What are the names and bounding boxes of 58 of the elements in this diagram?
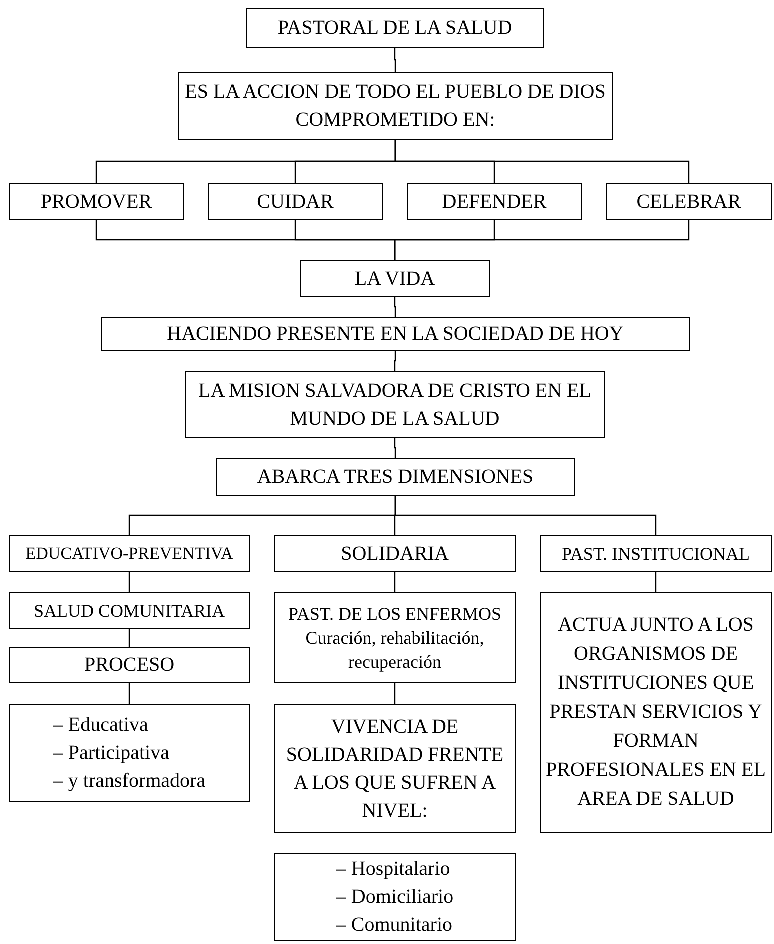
connector-line xyxy=(128,683,130,704)
text-box xyxy=(274,535,516,572)
list-item: – Domiciliario xyxy=(336,885,454,910)
connector-line xyxy=(394,496,657,535)
box-text: ES LA ACCION DE TODO EL PUEBLO DE DIOS COMPROMETIDO EN: xyxy=(184,80,607,133)
box-text: PROCESO xyxy=(84,653,175,678)
box-text: ACTUA JUNTO A LOS ORGANISMOS DE INSTITUCIONES QUE PRESTAN SERVICIOS Y FORMAN PROFESIONALES EN EL AREA DE SALUD xyxy=(545,613,767,812)
box-text: ABARCA TRES DIMENSIONES xyxy=(257,465,534,490)
box-text: SOLIDARIA xyxy=(341,542,449,566)
text-box xyxy=(208,183,383,220)
box-text: HACIENDO PRESENTE EN LA SOCIEDAD DE HOY xyxy=(167,322,624,347)
list-item: – Participativa xyxy=(53,741,170,766)
text-box xyxy=(246,8,544,48)
text-box xyxy=(274,592,516,683)
text-box xyxy=(9,183,184,220)
box-text: PAST. INSTITUCIONAL xyxy=(562,542,750,566)
text-box xyxy=(407,183,582,220)
connector-line xyxy=(394,297,396,317)
text-box xyxy=(540,535,772,572)
text-box xyxy=(540,592,772,833)
text-box xyxy=(9,592,250,629)
box-text: VIVENCIA DE SOLIDARIDAD FRENTE A LOS QUE SUFREN A NIVEL: xyxy=(285,714,505,824)
text-box xyxy=(274,853,516,941)
connector-line xyxy=(394,140,690,183)
box-text: EDUCATIVO-PREVENTIVA xyxy=(26,542,234,564)
box-text: PASTORAL DE LA SALUD xyxy=(278,16,512,41)
text-box xyxy=(9,535,250,572)
text-box xyxy=(606,183,772,220)
connector-line xyxy=(655,572,657,592)
connector-line xyxy=(394,572,396,592)
text-box xyxy=(9,647,250,683)
list-item: – y transformadora xyxy=(53,769,206,794)
connector-line xyxy=(394,683,396,704)
box-text: PROMOVER xyxy=(40,190,152,214)
text-box xyxy=(101,317,690,351)
connector-line xyxy=(394,48,396,72)
connector-line xyxy=(394,220,690,260)
list-item: – Comunitario xyxy=(336,913,452,938)
connector-line xyxy=(394,438,396,458)
box-text: CUIDAR xyxy=(257,190,334,214)
text-box xyxy=(216,458,575,496)
text-box xyxy=(300,260,490,297)
text-box xyxy=(9,704,250,802)
text-box xyxy=(178,72,613,140)
connector-line xyxy=(128,629,130,647)
box-text: LA VIDA xyxy=(354,266,436,292)
box-subtext: Curación, rehabilitación, recuperación xyxy=(304,626,486,674)
connector-line xyxy=(128,572,130,592)
connector-line xyxy=(394,351,396,371)
text-box xyxy=(185,371,605,438)
box-text: SALUD COMUNITARIA xyxy=(34,600,226,622)
list-item: – Educativa xyxy=(53,713,148,738)
box-text: DEFENDER xyxy=(442,190,547,214)
box-text: LA MISION SALVADORA DE CRISTO EN EL MUNDO DE LA SALUD xyxy=(197,378,592,432)
box-text: PAST. DE LOS ENFERMOS xyxy=(288,602,502,626)
text-box xyxy=(274,704,516,833)
box-text: CELEBRAR xyxy=(636,190,742,214)
list-item: – Hospitalario xyxy=(336,857,450,882)
